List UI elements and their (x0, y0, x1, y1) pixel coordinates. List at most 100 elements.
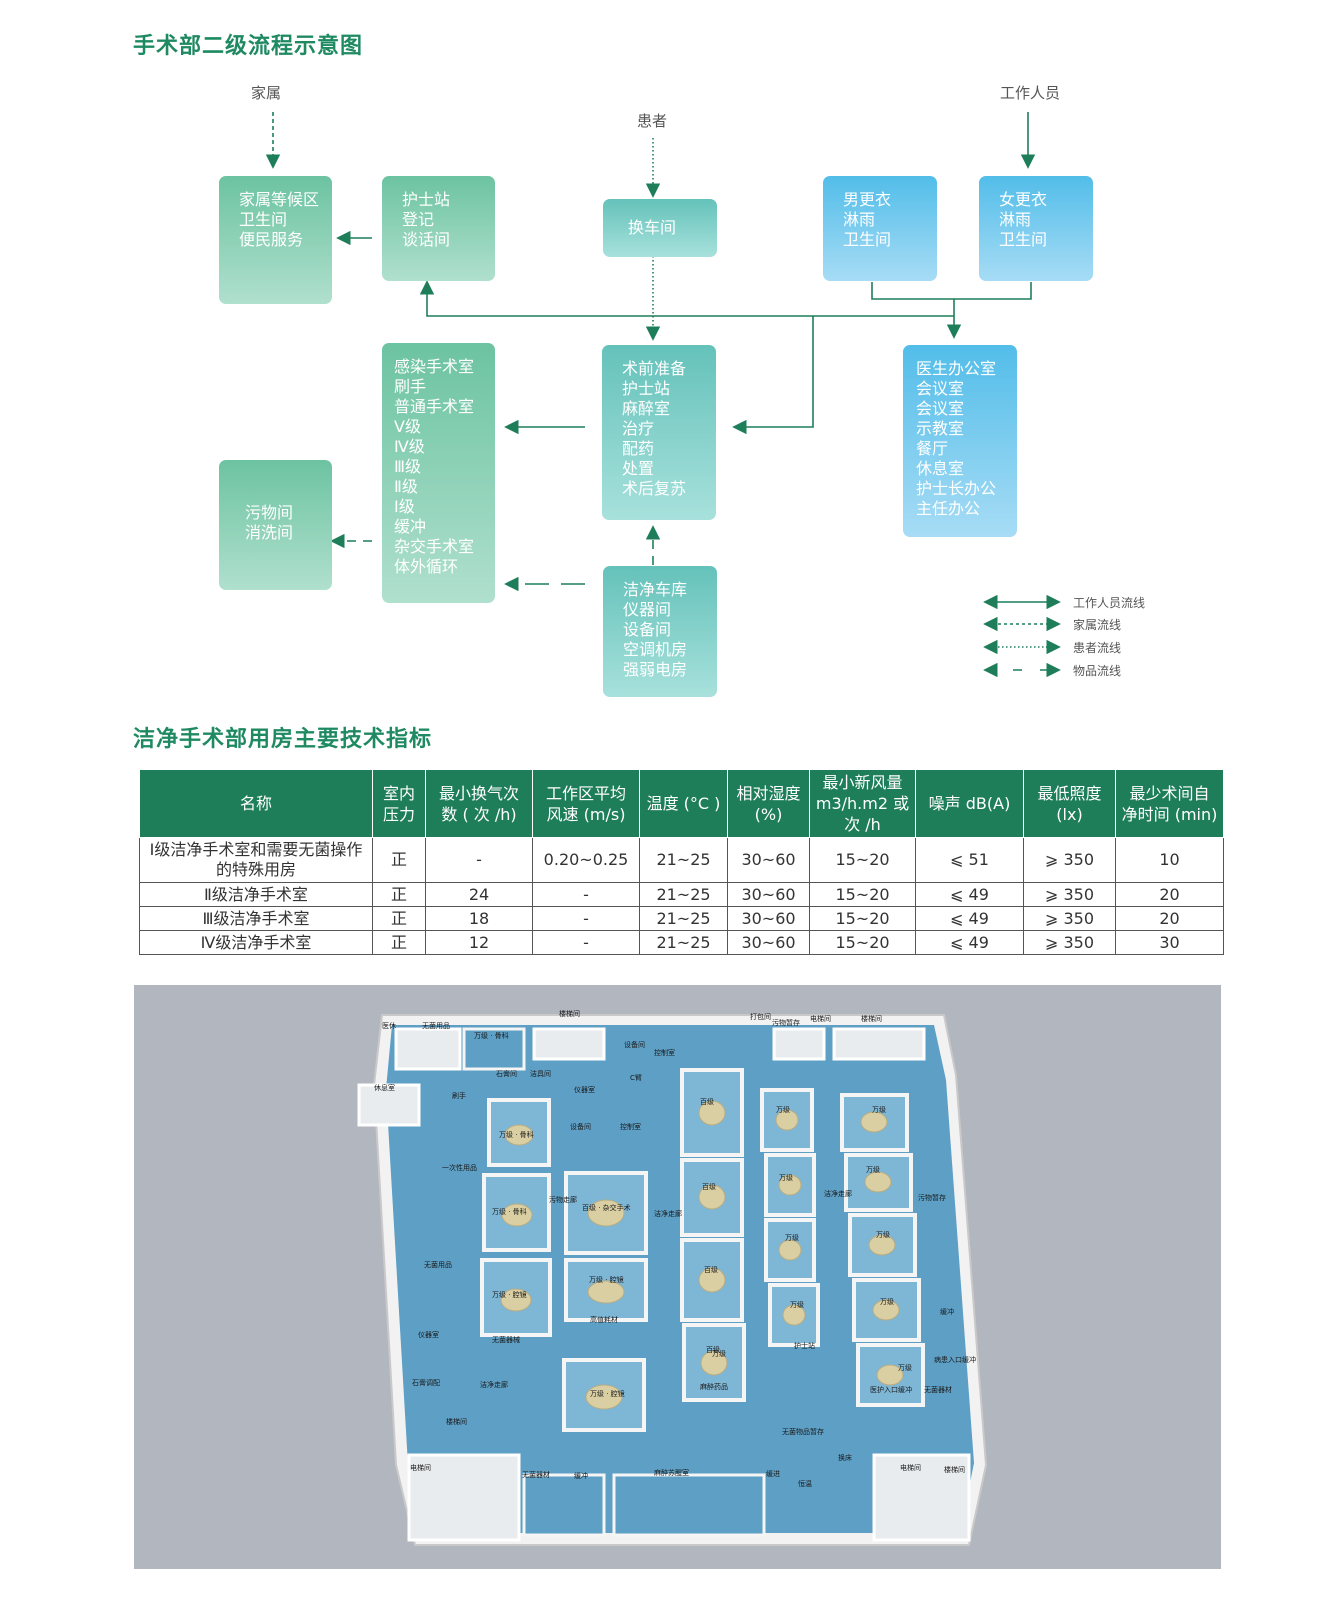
header-text: 室内 (382, 783, 415, 803)
table-header-cell: 最小换气次数 ( 次 /h) (425, 769, 533, 838)
box-line: Ⅴ级 (394, 417, 421, 436)
room-label: 石膏间 (496, 1070, 517, 1078)
room-label: 无菌物品暂存 (782, 1428, 824, 1436)
room-label: 电梯间 (900, 1464, 921, 1472)
box-line: 仪器间 (623, 600, 672, 619)
box-line: 会议室 (916, 379, 965, 398)
header-text: 压力 (382, 804, 415, 824)
table-cell: 30~60 (727, 906, 810, 931)
room-label: 石膏调配 (412, 1379, 440, 1387)
box-line: Ⅰ级 (394, 497, 415, 516)
room-label: 万级 · 腔镜 (492, 1291, 527, 1299)
table-cell: ⩽ 49 (915, 906, 1024, 931)
table-cell: ⩽ 49 (915, 930, 1024, 955)
box-clean-storage: 洁净车库仪器间设备间空调机房强弱电房 (603, 566, 717, 697)
room-label: 污物暂存 (772, 1019, 800, 1027)
room-label: 医护入口缓冲 (870, 1386, 912, 1394)
table-header-cell: 名称 (139, 769, 373, 838)
room-label: 万级 (880, 1298, 894, 1306)
box-line: 医生办公室 (916, 359, 997, 378)
table-cell: - (532, 930, 640, 955)
box-pre-op: 术前准备护士站麻醉室治疗配药处置术后复苏 (602, 345, 716, 520)
room-label: 万级 (779, 1174, 793, 1182)
room-label: 病患入口缓冲 (934, 1356, 976, 1364)
table-cell: 15~20 (809, 882, 916, 907)
box-line: 换车间 (628, 218, 677, 237)
room-label: 万级 (776, 1106, 790, 1114)
table-cell: 21~25 (639, 882, 728, 907)
room-label: 洁净走廊 (480, 1381, 508, 1389)
room-label: 电梯间 (810, 1015, 831, 1023)
legend-goods: 物品流线 (1073, 664, 1122, 678)
header-text: 净时间 (min) (1121, 804, 1218, 824)
box-line: 护士站 (402, 190, 451, 209)
room-label: 缓冲 (940, 1308, 954, 1316)
room-label: 百级 (700, 1098, 714, 1106)
box-female-changing: 女更衣淋雨卫生间 (979, 176, 1093, 281)
room-label: 百级 · 杂交手术 (582, 1204, 631, 1212)
room-label: 控制室 (654, 1049, 675, 1057)
table-header-cell: 温度 (°C ) (639, 769, 728, 838)
table-cell: 18 (425, 906, 533, 931)
room-label: 仪器室 (574, 1086, 595, 1094)
room-label: 无菌器材 (522, 1471, 550, 1479)
room-label: 洁具间 (530, 1070, 551, 1078)
flow-connectors (265, 112, 1061, 678)
room-label: 打包间 (750, 1013, 771, 1021)
room-label: 洁净走廊 (824, 1190, 852, 1198)
table-title: 洁净手术部用房主要技术指标 (133, 727, 433, 752)
table-cell: 正 (372, 906, 426, 931)
header-text: (%) (754, 804, 783, 824)
box-line: 女更衣 (999, 190, 1048, 209)
room-label: 麻醉苏醒室 (654, 1469, 689, 1477)
table-header-cell: 最低照度(lx) (1023, 769, 1116, 838)
box-line: 麻醉室 (622, 399, 671, 418)
header-text: (lx) (1056, 804, 1083, 824)
box-line: 护士长办公 (916, 479, 997, 498)
table-cell: ⩽ 51 (915, 837, 1024, 883)
room-label: 污物暂存 (918, 1194, 946, 1202)
room-label: 万级 · 骨科 (492, 1208, 527, 1216)
table-cell: Ⅱ级洁净手术室 (139, 882, 373, 907)
source-family: 家属 (251, 84, 282, 102)
table-header-cell: 相对湿度(%) (727, 769, 810, 838)
table-cell: 21~25 (639, 837, 728, 883)
box-dirty-room: 污物间消洗间 (219, 460, 332, 590)
room-label: 万级 · 腔镜 (589, 1276, 624, 1284)
room-label: 无菌用品 (422, 1022, 450, 1030)
box-line: 护士站 (622, 379, 671, 398)
table-cell: - (532, 906, 640, 931)
box-nurse-station: 护士站登记谈话间 (382, 176, 495, 281)
box-line: 感染手术室 (394, 357, 475, 376)
room-label: 万级 (712, 1350, 726, 1358)
table-cell: 20 (1115, 906, 1224, 931)
room-label: 刷手 (452, 1092, 466, 1100)
source-staff: 工作人员 (1000, 84, 1061, 102)
table-cell: 30~60 (727, 882, 810, 907)
line-staff-merge (871, 282, 1032, 300)
box-line: 卫生间 (843, 230, 892, 249)
table-cell: 30~60 (727, 837, 810, 883)
room-label: 电梯间 (410, 1464, 431, 1472)
room-label: 楼梯间 (861, 1015, 882, 1023)
header-text: 最小新风量 (822, 773, 903, 792)
legend-patient: 患者流线 (1073, 641, 1122, 655)
table-cell: ⩾ 350 (1023, 930, 1116, 955)
arrow-staff-preop (732, 316, 814, 435)
box-line: 卫生间 (999, 230, 1048, 249)
table-cell: 30~60 (727, 930, 810, 955)
room-label: 恒温 (798, 1480, 812, 1488)
spec-table: 名称室内压力最小换气次数 ( 次 /h)工作区平均风速 (m/s)温度 (°C … (139, 769, 1224, 955)
box-line: 餐厅 (916, 439, 949, 458)
room-label: 无菌器械 (492, 1336, 520, 1344)
room-label: 楼梯间 (944, 1466, 965, 1474)
box-male-changing: 男更衣淋雨卫生间 (823, 176, 937, 281)
table-header-cell: 噪声 dB(A) (915, 769, 1024, 838)
flow-title: 手术部二级流程示意图 (133, 34, 364, 59)
table-header-cell: 工作区平均风速 (m/s) (532, 769, 640, 838)
